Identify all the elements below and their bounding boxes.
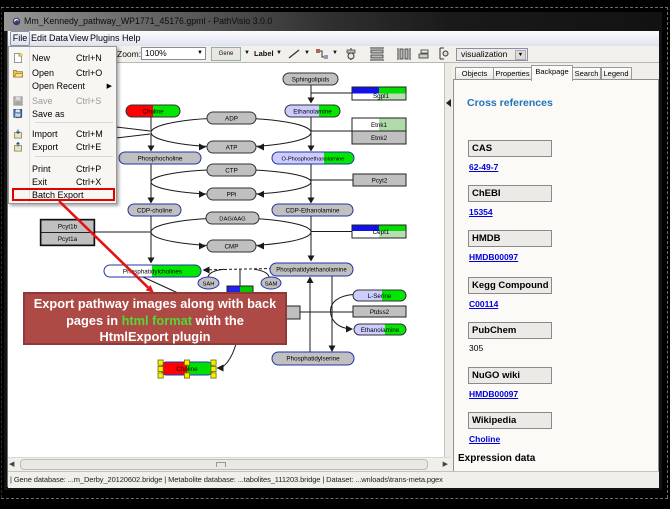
svg-text:Choline: Choline bbox=[142, 108, 164, 115]
svg-text:Phosphatidylcholines: Phosphatidylcholines bbox=[123, 268, 182, 275]
svg-text:O-Phosphoethanolamine: O-Phosphoethanolamine bbox=[282, 156, 345, 162]
svg-text:Cept1: Cept1 bbox=[373, 229, 390, 236]
svg-text:Etnk1: Etnk1 bbox=[371, 122, 388, 129]
svg-text:CDP-Ethanolamine: CDP-Ethanolamine bbox=[286, 207, 340, 214]
svg-text:Pcyt1a: Pcyt1a bbox=[58, 236, 78, 243]
svg-text:Ptdss2: Ptdss2 bbox=[370, 309, 390, 316]
svg-text:CTP: CTP bbox=[225, 167, 238, 174]
svg-text:Ethanolamine: Ethanolamine bbox=[293, 108, 332, 115]
svg-text:Sgpl1: Sgpl1 bbox=[373, 93, 390, 100]
svg-text:L-Serine: L-Serine bbox=[368, 293, 392, 300]
svg-text:SAH: SAH bbox=[203, 282, 215, 288]
svg-text:Pcyt1b: Pcyt1b bbox=[58, 224, 78, 231]
svg-text:ATP: ATP bbox=[226, 144, 238, 151]
svg-text:CDP-choline: CDP-choline bbox=[137, 207, 173, 214]
svg-text:CMP: CMP bbox=[225, 243, 239, 250]
svg-text:DAG/AAG: DAG/AAG bbox=[219, 216, 246, 222]
svg-text:Phosphatidylserine: Phosphatidylserine bbox=[286, 356, 340, 363]
svg-text:Etnk2: Etnk2 bbox=[371, 135, 388, 142]
svg-text:Phosphatidylethanolamine: Phosphatidylethanolamine bbox=[276, 268, 347, 274]
svg-text:PPi: PPi bbox=[227, 191, 237, 198]
svg-text:ADP: ADP bbox=[225, 115, 238, 122]
svg-text:Sphingolipids: Sphingolipids bbox=[292, 76, 329, 83]
svg-text:Ethanolamine: Ethanolamine bbox=[361, 327, 400, 334]
svg-text:Choline: Choline bbox=[176, 366, 198, 373]
svg-text:Pcyt2: Pcyt2 bbox=[372, 177, 388, 184]
svg-text:SAM: SAM bbox=[265, 282, 278, 288]
svg-text:Phosphocholine: Phosphocholine bbox=[138, 155, 183, 162]
